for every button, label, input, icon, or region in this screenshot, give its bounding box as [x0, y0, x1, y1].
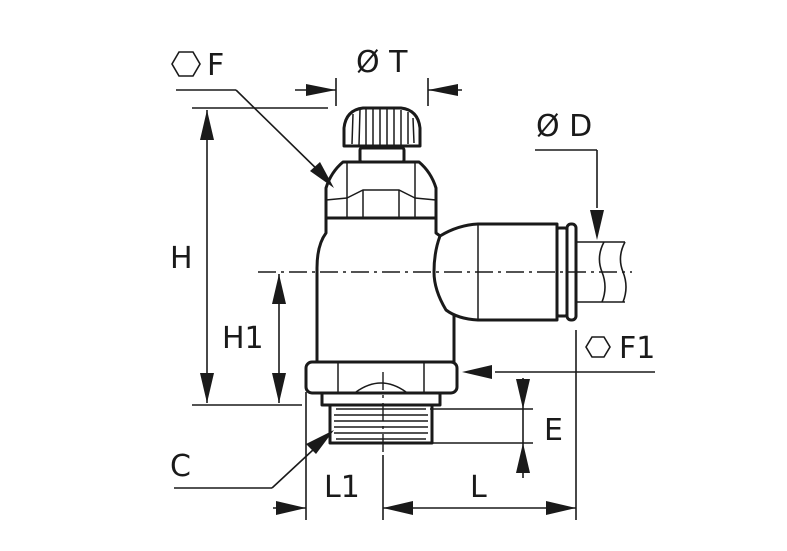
label-F1: F1 — [619, 331, 655, 366]
fitting-body — [304, 106, 627, 445]
label-L1: L1 — [324, 470, 360, 505]
upper-hex-nut — [324, 160, 438, 220]
label-H: H — [170, 241, 193, 276]
dimension-lines — [174, 78, 655, 520]
main-body — [315, 216, 456, 364]
adjust-knob — [342, 106, 422, 148]
hexagon-icon — [171, 51, 201, 77]
label-H1: H1 — [222, 321, 264, 356]
thread-section — [328, 403, 434, 445]
label-F: F — [207, 48, 224, 83]
lower-hex-nut — [304, 360, 459, 407]
label-T: Ø T — [356, 45, 408, 80]
label-D: Ø D — [536, 109, 592, 144]
label-C: C — [170, 449, 191, 484]
label-E: E — [544, 413, 563, 448]
adjust-stem — [358, 146, 406, 164]
center-lines — [258, 271, 632, 455]
hexagon-icon — [585, 336, 611, 358]
label-L: L — [470, 470, 487, 505]
